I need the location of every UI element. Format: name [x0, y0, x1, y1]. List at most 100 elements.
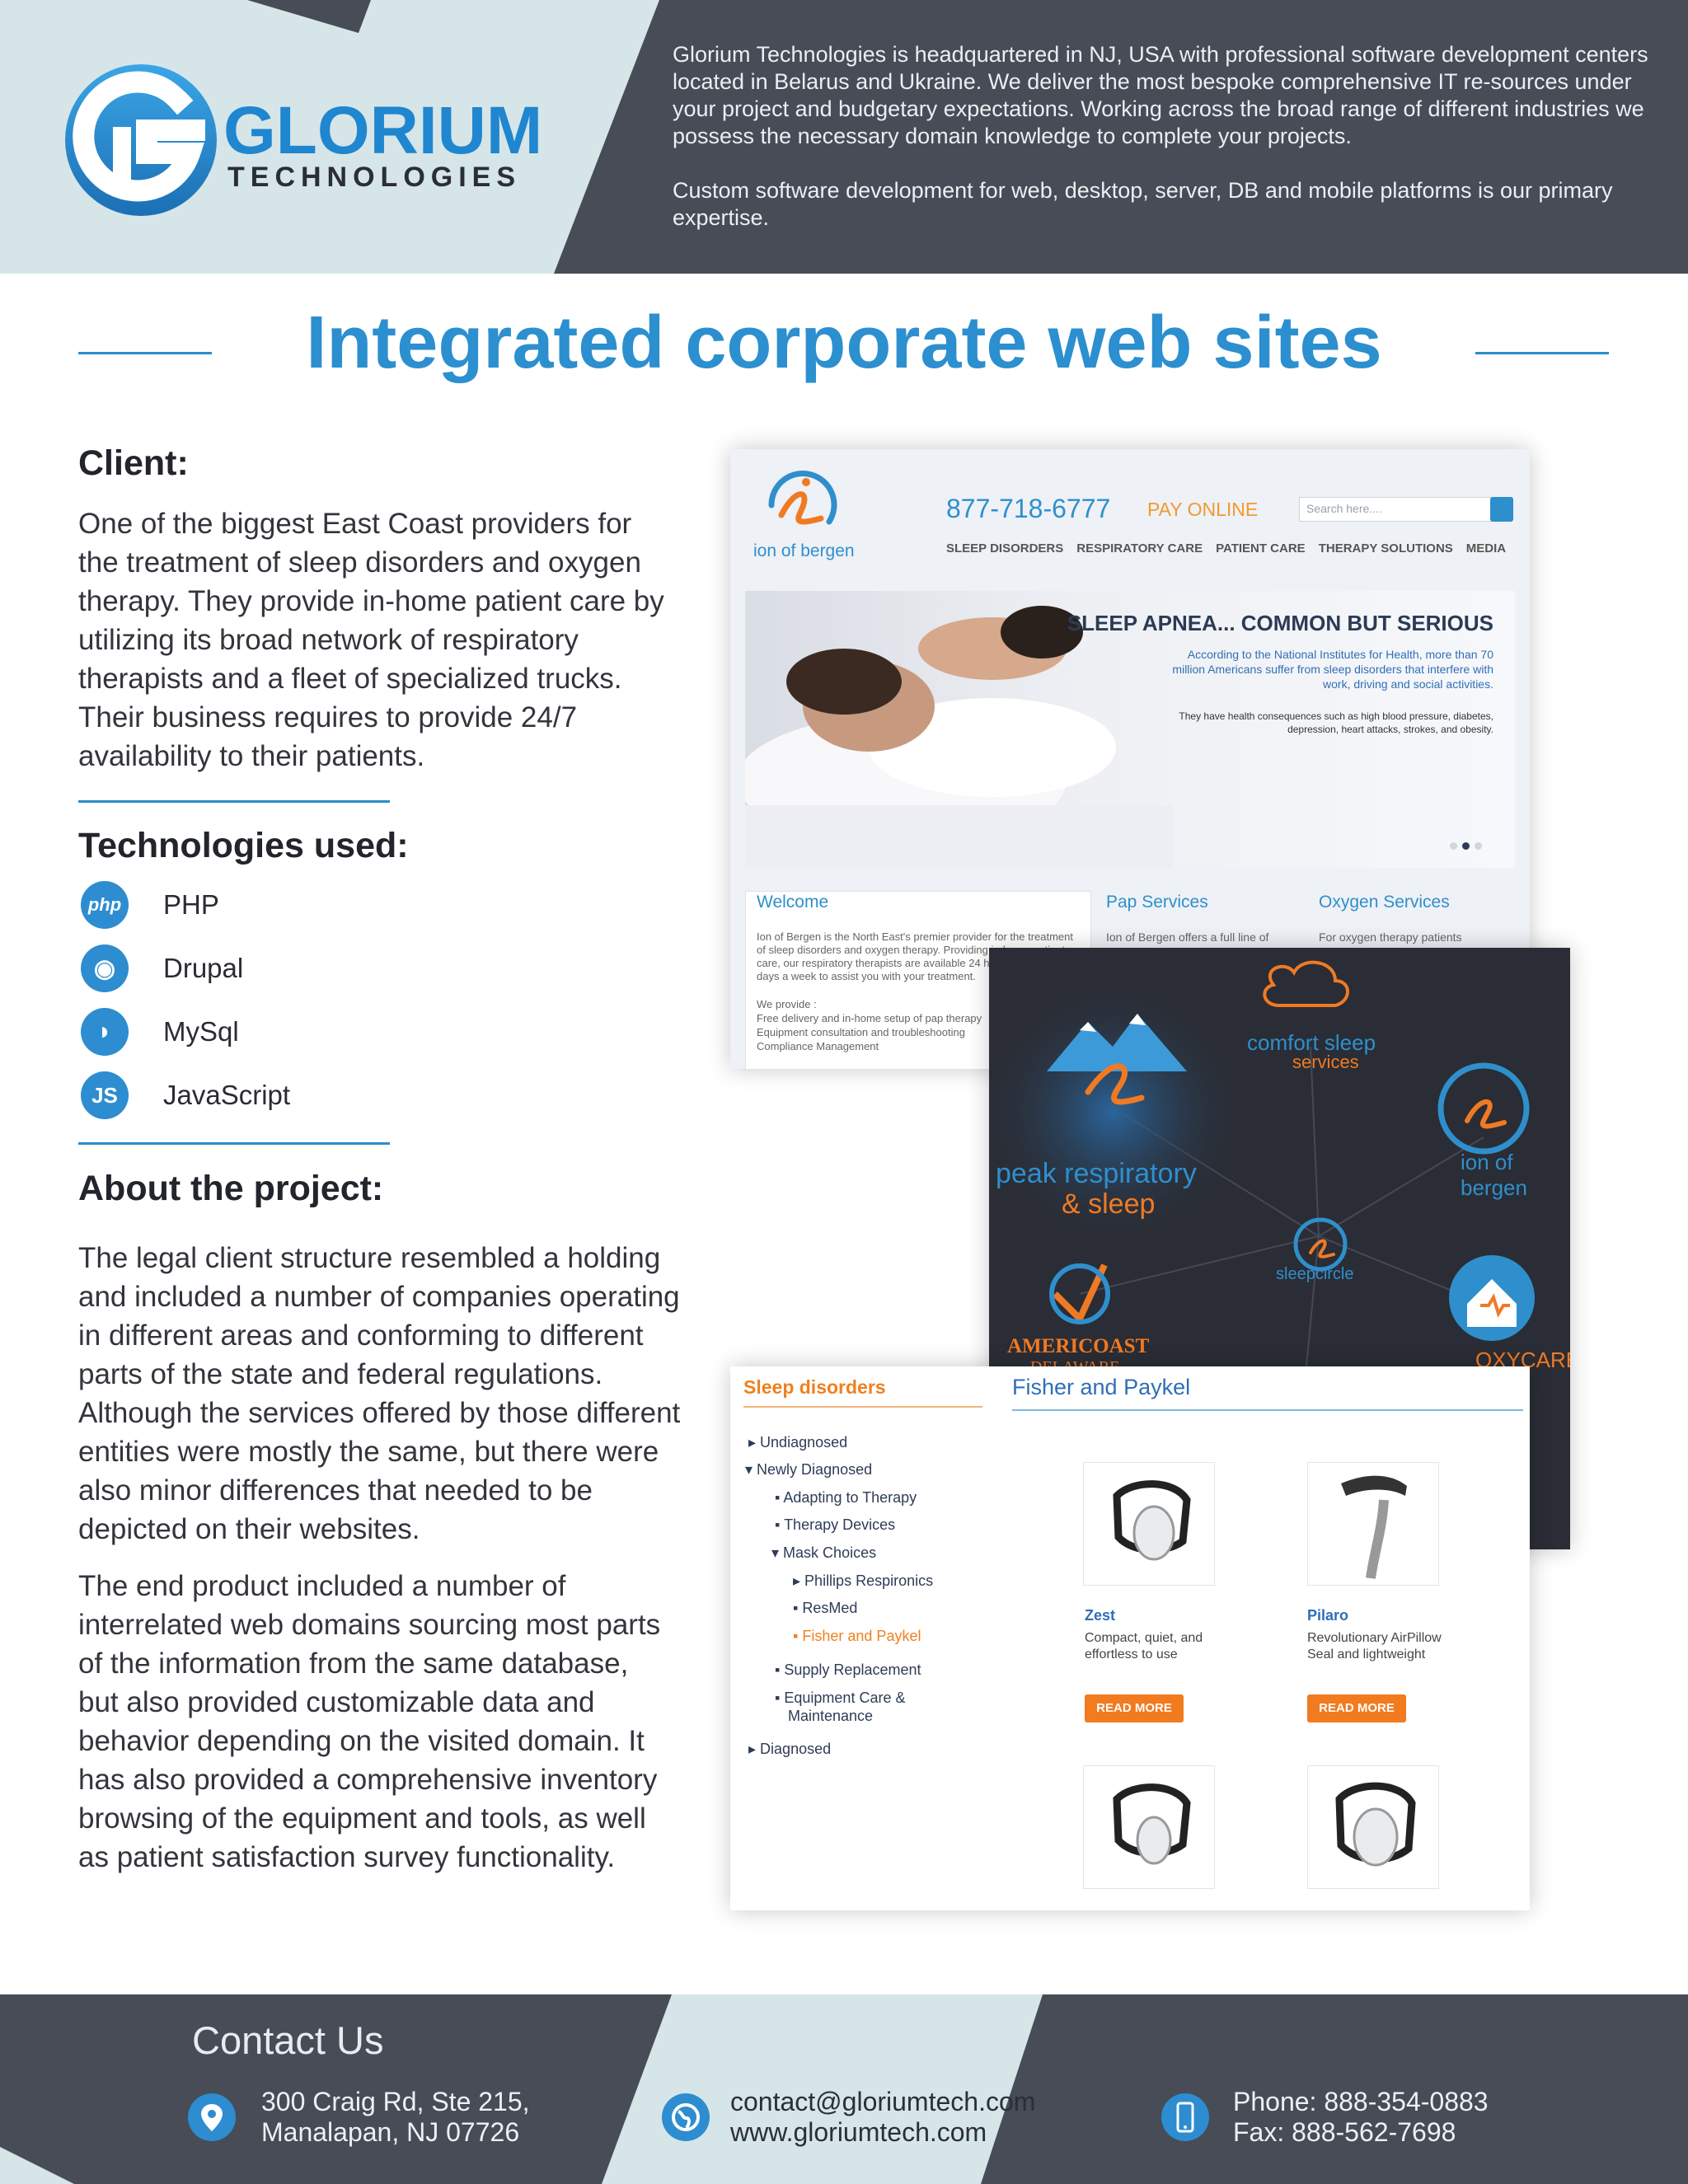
- product-description: Compact, quiet, and effortless to use: [1085, 1631, 1203, 1661]
- logo-subtitle: TECHNOLOGIES: [227, 162, 521, 193]
- address-line: 300 Craig Rd, Ste 215,: [261, 2087, 530, 2116]
- nav-item[interactable]: THERAPY SOLUTIONS: [1318, 541, 1453, 555]
- menu-item-diagnosed[interactable]: ▸ Diagnosed: [748, 1741, 832, 1757]
- phone-icon: [1161, 2093, 1209, 2141]
- title-rule-left: [78, 352, 212, 354]
- header-corner-accent: [247, 0, 371, 33]
- read-more-button[interactable]: READ MORE: [1085, 1694, 1184, 1722]
- hero-title: SLEEP APNEA... COMMON BUT SERIOUS: [1067, 611, 1493, 635]
- section-divider: [78, 800, 390, 803]
- brand-network-lines: [989, 960, 1535, 1410]
- pap-heading[interactable]: Pap Services: [1106, 893, 1208, 912]
- company-intro: Glorium Technologies is headquartered in…: [673, 41, 1662, 232]
- brand-label: comfort sleep: [1247, 1030, 1376, 1055]
- logo-wordmark: GLORIUM: [223, 93, 542, 168]
- menu-item-fisher-paykel[interactable]: ▪ Fisher and Paykel: [793, 1628, 921, 1644]
- search-icon[interactable]: [1490, 497, 1513, 522]
- menu-item-resmed[interactable]: ▪ ResMed: [793, 1600, 858, 1616]
- product-name[interactable]: Pilaro: [1307, 1607, 1349, 1624]
- php-icon: php: [81, 881, 129, 929]
- nav-item[interactable]: PATIENT CARE: [1216, 541, 1306, 555]
- list-item: Free delivery and in-home setup of pap t…: [757, 1012, 982, 1024]
- title-rule-right: [1475, 352, 1609, 354]
- list-item: Compliance Management: [757, 1040, 879, 1052]
- website-link[interactable]: www.gloriumtech.com: [730, 2117, 987, 2147]
- client-text: One of the biggest East Coast providers …: [78, 508, 664, 772]
- hero-text: They have health consequences such as hi…: [1179, 710, 1493, 735]
- oxygen-heading[interactable]: Oxygen Services: [1319, 893, 1450, 912]
- header-dark-panel: [554, 0, 1688, 274]
- pay-online-link[interactable]: PAY ONLINE: [1147, 499, 1259, 520]
- glorium-logo: GLORIUM TECHNOLOGIES: [65, 64, 542, 216]
- brand-label: & sleep: [1062, 1188, 1156, 1220]
- tech-label: MySql: [163, 1016, 239, 1047]
- tech-label: JavaScript: [163, 1080, 291, 1110]
- menu-item-maintenance[interactable]: Maintenance: [788, 1708, 874, 1724]
- location-pin-icon: [188, 2093, 236, 2141]
- menu-item-adapting[interactable]: ▪ Adapting to Therapy: [775, 1489, 917, 1506]
- tech-item-javascript: JS JavaScript: [81, 1071, 290, 1120]
- nasal-pillow-icon: [1341, 1475, 1407, 1579]
- about-heading: About the project:: [78, 1169, 384, 1208]
- category-rule: [743, 1406, 982, 1408]
- nav-item[interactable]: SLEEP DISORDERS: [946, 541, 1064, 555]
- brand-label: ion of bergen: [1461, 1150, 1527, 1200]
- menu-item-supply-replacement[interactable]: ▪ Supply Replacement: [775, 1661, 921, 1678]
- menu-item-phillips[interactable]: ▸ Phillips Respironics: [793, 1572, 934, 1589]
- website-screenshot-product-catalog: Sleep disorders Fisher and Paykel ▸ Undi…: [730, 1366, 1530, 1910]
- address-line: Manalapan, NJ 07726: [261, 2117, 520, 2147]
- intro-paragraph: Custom software development for web, des…: [673, 178, 1613, 230]
- drupal-icon: ◉: [81, 944, 129, 992]
- mask-icon: [1113, 1480, 1191, 1561]
- site-nav: SLEEP DISORDERS RESPIRATORY CARE PATIENT…: [946, 541, 1506, 555]
- site-search-input[interactable]: Search here....: [1299, 497, 1497, 522]
- welcome-text: Ion of Bergen is the North East's premie…: [757, 930, 1074, 982]
- oxygen-text: For oxygen therapy patients: [1319, 930, 1462, 944]
- read-more-button[interactable]: READ MORE: [1307, 1694, 1406, 1722]
- category-heading: Sleep disorders: [743, 1376, 886, 1398]
- fax-number: Fax: 888-562-7698: [1233, 2117, 1456, 2147]
- section-divider: [78, 1142, 390, 1145]
- product-image-zest[interactable]: [1083, 1462, 1215, 1586]
- site-brand: ion of bergen: [753, 541, 855, 560]
- carousel-dots[interactable]: [1450, 842, 1482, 850]
- product-image[interactable]: [1307, 1765, 1439, 1889]
- brand-label: sleepcircle: [1276, 1265, 1354, 1283]
- brand-label: services: [1292, 1052, 1359, 1072]
- page-header: GLORIUM TECHNOLOGIES Glorium Technologie…: [0, 0, 1688, 274]
- product-name[interactable]: Zest: [1085, 1607, 1116, 1624]
- menu-item-mask-choices[interactable]: ▾ Mask Choices: [771, 1544, 877, 1561]
- menu-item-therapy-devices[interactable]: ▪ Therapy Devices: [775, 1516, 896, 1533]
- contact-footer: Contact Us 300 Craig Rd, Ste 215, Manala…: [0, 1994, 1688, 2184]
- welcome-heading: Welcome: [757, 893, 829, 912]
- about-paragraph-1: The legal client structure resembled a h…: [78, 1242, 681, 1545]
- tech-item-php: php PHP: [81, 880, 219, 930]
- welcome-list: We provide : Free delivery and in-home s…: [757, 997, 1082, 1053]
- mask-icon: [1113, 1783, 1191, 1865]
- nav-item[interactable]: MEDIA: [1465, 541, 1507, 555]
- product-image-pilaro[interactable]: [1307, 1462, 1439, 1586]
- brand-label: AMERICOAST: [1007, 1335, 1150, 1357]
- menu-item-newly-diagnosed[interactable]: ▾ Newly Diagnosed: [745, 1461, 873, 1478]
- menu-item-undiagnosed[interactable]: ▸ Undiagnosed: [748, 1434, 848, 1451]
- email-link[interactable]: contact@gloriumtech.com: [730, 2087, 1036, 2116]
- phone-number: Phone: 888-354-0883: [1233, 2087, 1489, 2116]
- list-item: Equipment consultation and troubleshooti…: [757, 1026, 965, 1038]
- nav-item[interactable]: RESPIRATORY CARE: [1076, 541, 1203, 555]
- hero-text: According to the National Institutes for…: [1172, 648, 1493, 691]
- list-item: We provide :: [757, 998, 817, 1010]
- contact-heading: Contact Us: [192, 2018, 384, 2062]
- mask-icon: [1335, 1782, 1416, 1867]
- website-screenshot-ion-of-bergen: ion of bergen 877-718-6777 PAY ONLINE Se…: [730, 449, 1530, 1069]
- pap-text: Ion of Bergen offers a full line of: [1106, 930, 1269, 944]
- page-title: Integrated corporate web sites: [306, 302, 1382, 384]
- ion-of-bergen-logo: [768, 471, 837, 525]
- tech-label: Drupal: [163, 953, 244, 983]
- menu-item-equipment-care[interactable]: ▪ Equipment Care &: [775, 1690, 906, 1706]
- mysql-icon: ◗: [81, 1008, 129, 1056]
- globe-icon: [662, 2093, 710, 2141]
- hero-banner: SLEEP APNEA... COMMON BUT SERIOUS Accord…: [745, 591, 1515, 868]
- product-image[interactable]: [1083, 1765, 1215, 1889]
- footer-light-panel: [602, 1994, 1043, 2184]
- brand-label: peak respiratory: [996, 1158, 1197, 1189]
